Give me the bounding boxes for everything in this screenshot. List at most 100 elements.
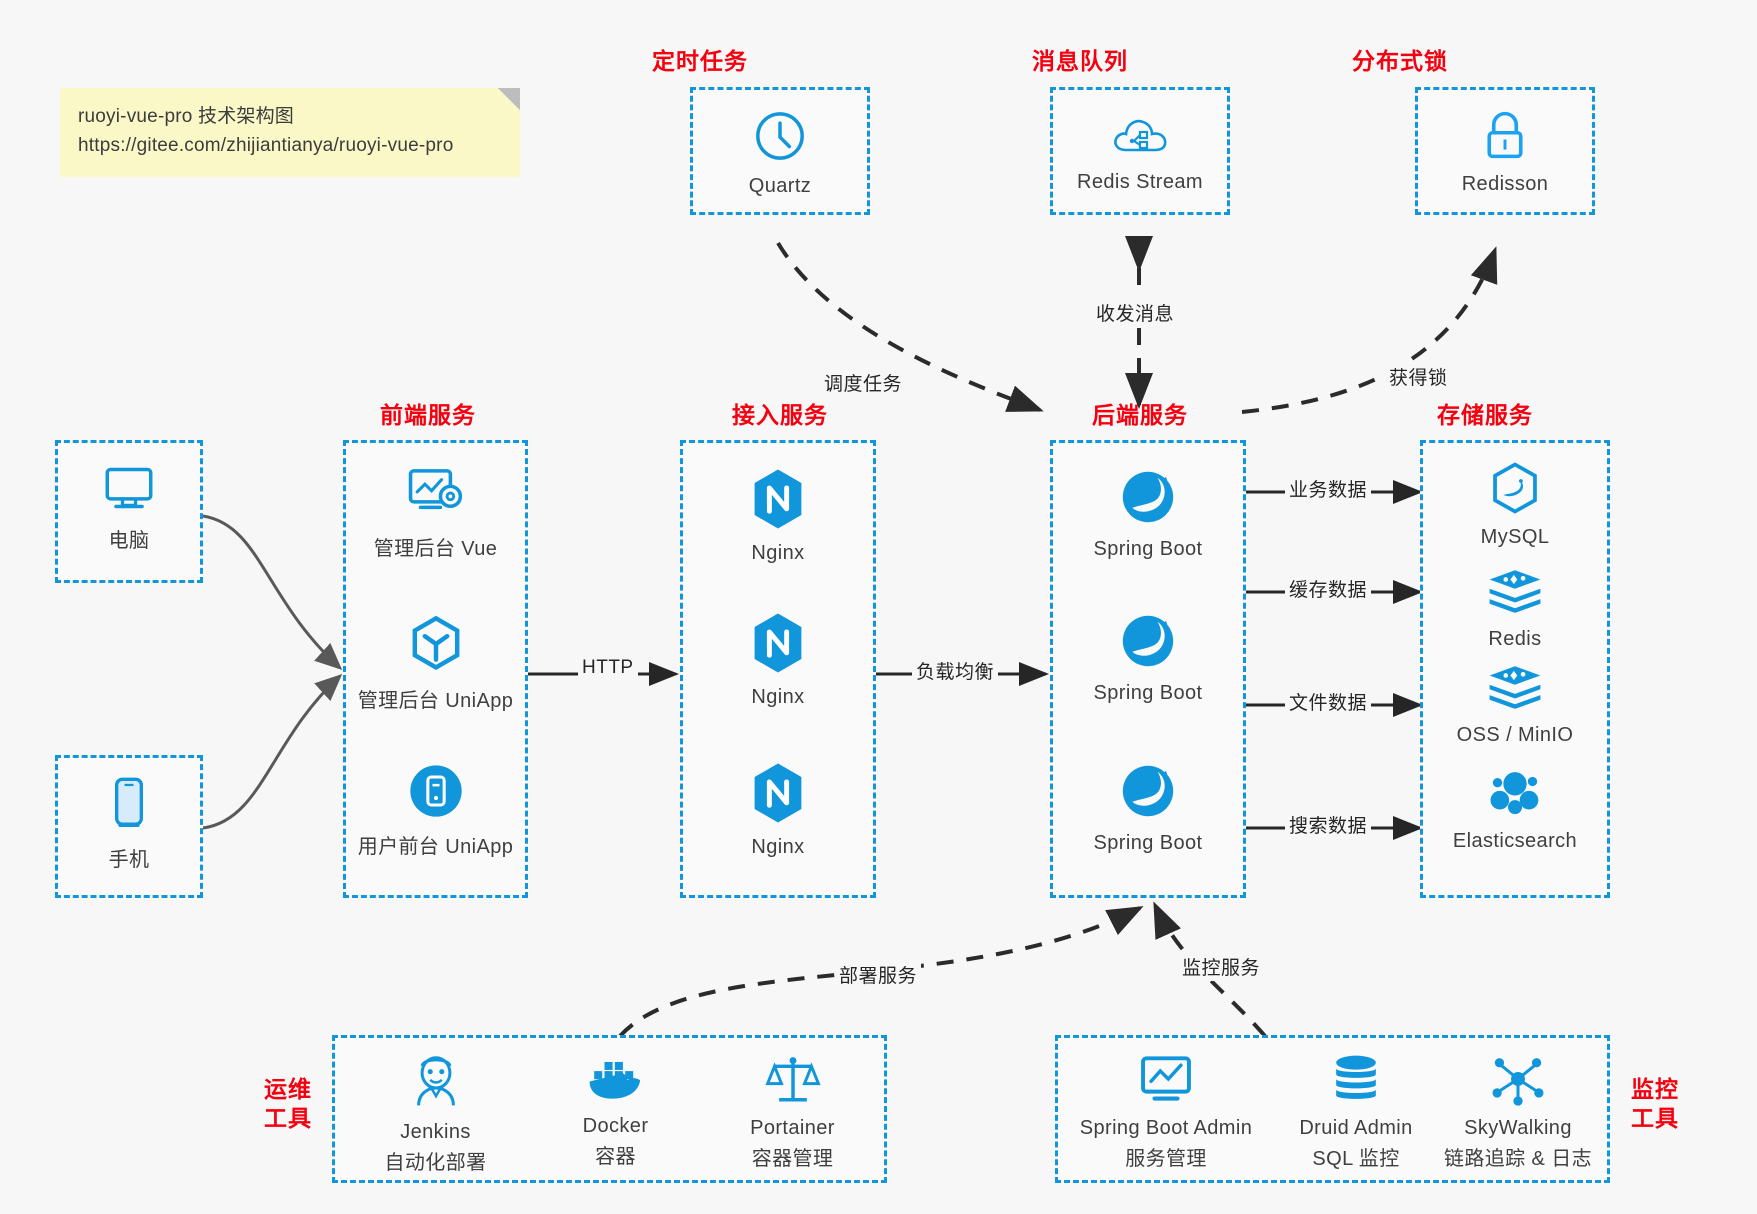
spring-icon [1118, 761, 1178, 826]
node-redisson[interactable]: Redisson [1418, 108, 1592, 196]
group-storage: MySQL Redis [1420, 440, 1610, 898]
edge-label-file-data: 文件数据 [1285, 687, 1372, 716]
note-line-title: ruoyi-vue-pro 技术架构图 [78, 106, 295, 127]
group-title-storage: 存储服务 [1437, 402, 1533, 428]
group-title-frontend: 前端服务 [380, 402, 476, 428]
group-gateway: Nginx Nginx Nginx [680, 440, 876, 898]
group-mq: Redis Stream [1050, 87, 1230, 215]
node-springboot-3[interactable]: Spring Boot [1053, 761, 1243, 855]
node-label-springboot-1: Spring Boot [1093, 538, 1203, 560]
node-label-admin-uniapp: 管理后台 UniApp [357, 690, 514, 712]
edge-label-deploy-service: 部署服务 [835, 960, 922, 989]
node-jenkins[interactable]: Jenkins 自动化部署 [353, 1052, 518, 1175]
phone-icon [109, 776, 149, 837]
edge-label-send-receive-message: 收发消息 [1092, 298, 1179, 327]
group-title-gateway: 接入服务 [732, 402, 828, 428]
node-label-spring-boot-admin: Spring Boot Admin [1079, 1117, 1253, 1139]
group-client-mobile: 手机 [55, 755, 203, 898]
node-quartz[interactable]: Quartz [693, 108, 867, 198]
jenkins-icon [407, 1052, 465, 1115]
node-sub-docker: 容器 [595, 1146, 636, 1168]
node-label-user-uniapp: 用户前台 UniApp [357, 836, 514, 858]
node-nginx-1[interactable]: Nginx [683, 467, 873, 565]
node-label-portainer: Portainer [750, 1117, 835, 1139]
node-portainer[interactable]: Portainer 容器管理 [710, 1052, 875, 1171]
redis-layers-icon [1485, 565, 1545, 622]
node-label-mysql: MySQL [1480, 526, 1550, 548]
nginx-icon [749, 611, 807, 680]
nginx-icon [749, 467, 807, 536]
node-label-redis: Redis [1488, 628, 1542, 650]
node-skywalking[interactable]: SkyWalking 链路追踪 & 日志 [1428, 1052, 1608, 1171]
group-devops: Jenkins 自动化部署 Docker 容器 [332, 1035, 887, 1183]
node-admin-uniapp[interactable]: 管理后台 UniApp [346, 615, 525, 713]
group-title-monitor-line1: 监控 [1631, 1076, 1679, 1102]
node-druid-admin[interactable]: Druid Admin SQL 监控 [1276, 1052, 1436, 1171]
node-label-elasticsearch: Elasticsearch [1452, 830, 1578, 852]
edge-label-schedule-task: 调度任务 [820, 368, 907, 397]
mobile-app-icon [408, 763, 464, 824]
group-title-lock: 分布式锁 [1352, 48, 1448, 74]
edge-label-monitor-service: 监控服务 [1178, 952, 1265, 981]
lock-icon [1479, 108, 1531, 167]
clock-icon [752, 108, 808, 169]
node-label-docker: Docker [582, 1115, 649, 1137]
node-label-nginx-3: Nginx [751, 836, 805, 858]
node-label-jenkins: Jenkins [400, 1121, 471, 1143]
edge-label-load-balance: 负载均衡 [912, 656, 999, 685]
node-label-mobile: 手机 [108, 849, 150, 871]
desktop-icon [100, 463, 158, 518]
group-lock: Redisson [1415, 87, 1595, 215]
node-sub-portainer: 容器管理 [751, 1148, 834, 1170]
node-spring-boot-admin[interactable]: Spring Boot Admin 服务管理 [1066, 1052, 1266, 1171]
node-pc[interactable]: 电脑 [58, 463, 200, 553]
group-frontend: 管理后台 Vue 管理后台 UniApp 用户前台 UniApp [343, 440, 528, 898]
group-title-devops: 运维 工具 [258, 1075, 318, 1133]
group-client-pc: 电脑 [55, 440, 203, 583]
database-icon [1328, 1052, 1384, 1111]
group-title-backend: 后端服务 [1092, 402, 1188, 428]
node-mobile[interactable]: 手机 [58, 776, 200, 872]
group-scheduler: Quartz [690, 87, 870, 215]
elasticsearch-icon [1487, 765, 1543, 824]
node-label-druid-admin: Druid Admin [1299, 1117, 1413, 1139]
node-docker[interactable]: Docker 容器 [533, 1052, 698, 1169]
portainer-icon [763, 1052, 823, 1111]
node-admin-vue[interactable]: 管理后台 Vue [346, 465, 525, 561]
node-redis[interactable]: Redis [1423, 565, 1607, 651]
mysql-icon [1488, 461, 1542, 520]
node-redis-stream[interactable]: Redis Stream [1053, 108, 1227, 194]
note-line-url: https://gitee.com/zhijiantianya/ruoyi-vu… [78, 135, 454, 157]
dashboard-icon [405, 465, 467, 526]
edge-label-acquire-lock: 获得锁 [1385, 362, 1452, 391]
node-user-uniapp[interactable]: 用户前台 UniApp [346, 763, 525, 859]
node-oss[interactable]: OSS / MinIO [1423, 661, 1607, 747]
node-sub-jenkins: 自动化部署 [384, 1152, 487, 1174]
node-label-skywalking: SkyWalking [1464, 1117, 1572, 1139]
edge-label-business-data: 业务数据 [1285, 474, 1372, 503]
node-sub-skywalking: 链路追踪 & 日志 [1443, 1148, 1593, 1170]
node-springboot-1[interactable]: Spring Boot [1053, 467, 1243, 561]
spring-icon [1118, 611, 1178, 676]
node-sub-spring-boot-admin: 服务管理 [1125, 1148, 1207, 1170]
skywalking-icon [1489, 1052, 1547, 1111]
node-elasticsearch[interactable]: Elasticsearch [1423, 765, 1607, 853]
cube-icon [408, 615, 464, 678]
node-label-redisson: Redisson [1461, 173, 1549, 195]
group-title-devops-line2: 工具 [264, 1104, 312, 1131]
node-label-admin-vue: 管理后台 Vue [373, 538, 498, 560]
node-nginx-2[interactable]: Nginx [683, 611, 873, 709]
node-label-nginx-1: Nginx [751, 542, 805, 564]
node-mysql[interactable]: MySQL [1423, 461, 1607, 549]
group-title-mq: 消息队列 [1032, 48, 1128, 74]
group-title-monitor: 监控 工具 [1625, 1075, 1685, 1133]
node-springboot-2[interactable]: Spring Boot [1053, 611, 1243, 705]
edge-label-http: HTTP [578, 656, 638, 680]
node-label-quartz: Quartz [748, 175, 812, 197]
node-label-pc: 电脑 [108, 530, 150, 552]
node-label-springboot-2: Spring Boot [1093, 682, 1203, 704]
group-title-scheduler: 定时任务 [652, 48, 748, 74]
node-label-oss: OSS / MinIO [1456, 724, 1574, 746]
group-title-monitor-line2: 工具 [1631, 1104, 1679, 1131]
node-nginx-3[interactable]: Nginx [683, 761, 873, 859]
